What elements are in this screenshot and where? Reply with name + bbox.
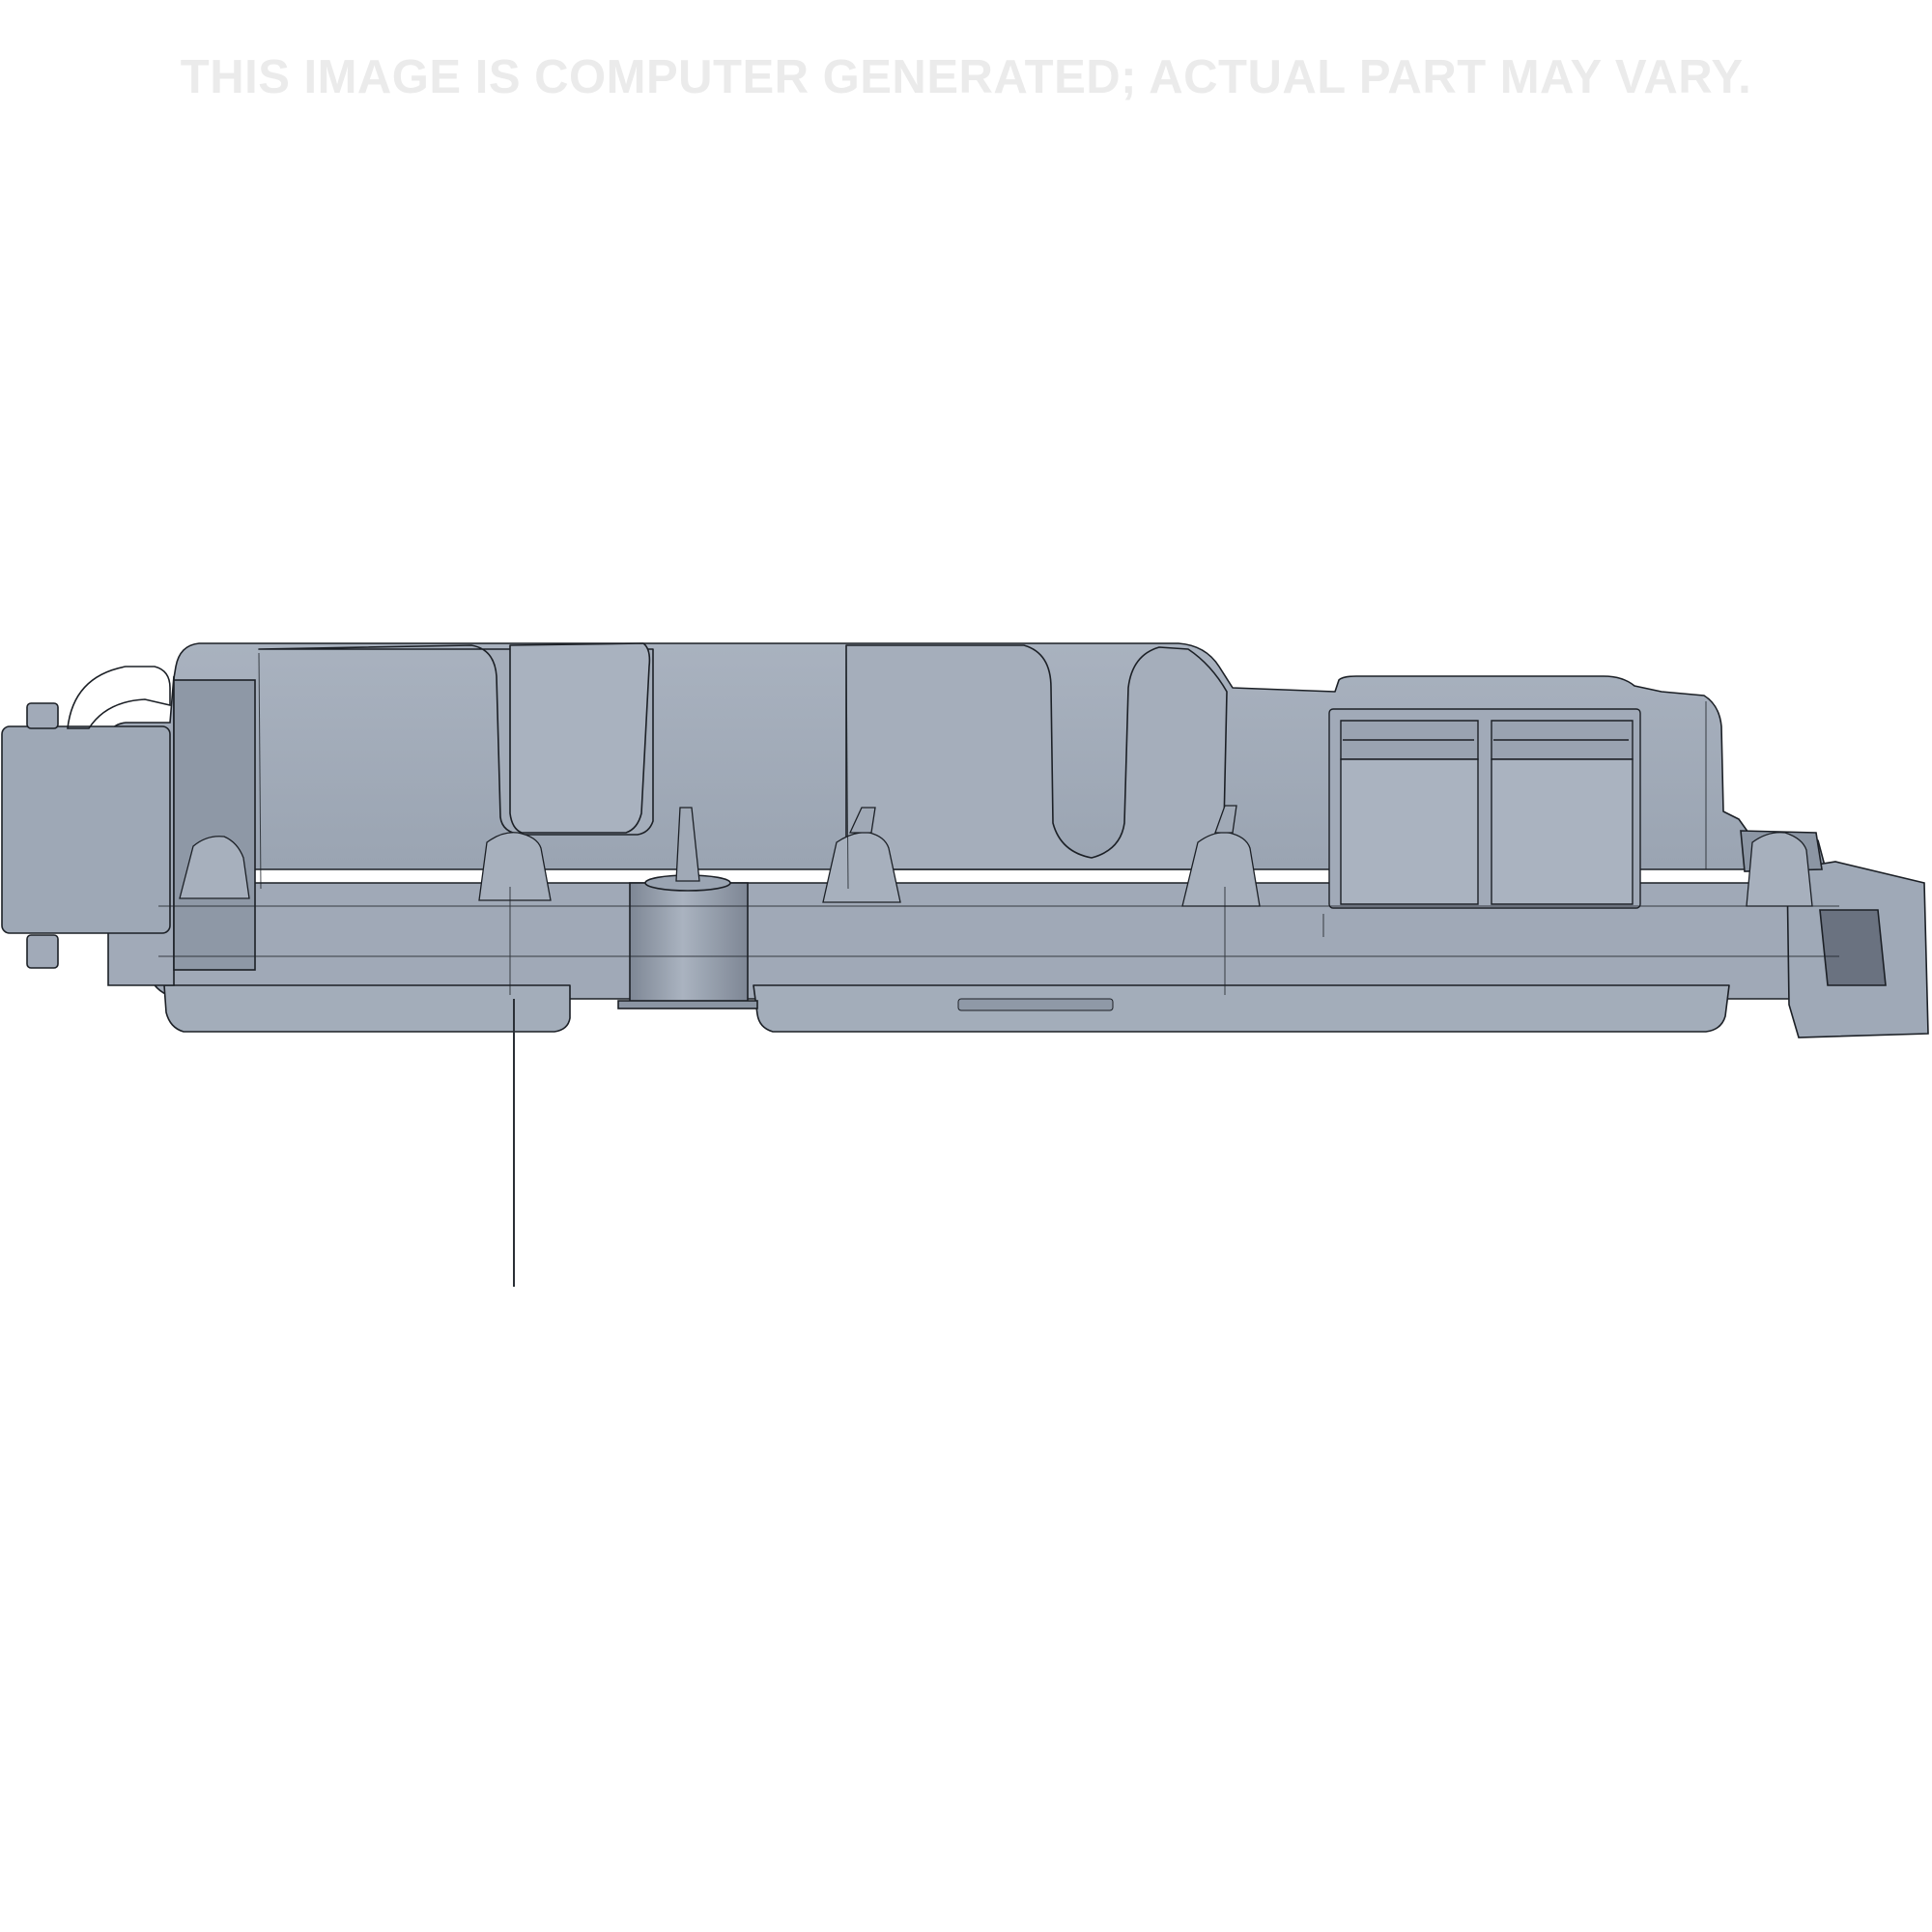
cover-plate-right [845, 644, 1228, 870]
lower-sump-right [753, 984, 1730, 1033]
vent-strip [957, 998, 1114, 1011]
sensor-block [1328, 708, 1641, 909]
lower-sump [163, 984, 571, 1033]
cover-plate-center [509, 642, 651, 834]
seam-lines [158, 652, 1839, 995]
drain-boss [617, 874, 758, 1009]
electrical-connector-left [1, 666, 256, 986]
bolt-bosses [179, 805, 1813, 907]
disclaimer-watermark: THIS IMAGE IS COMPUTER GENERATED; ACTUAL… [180, 51, 1752, 103]
